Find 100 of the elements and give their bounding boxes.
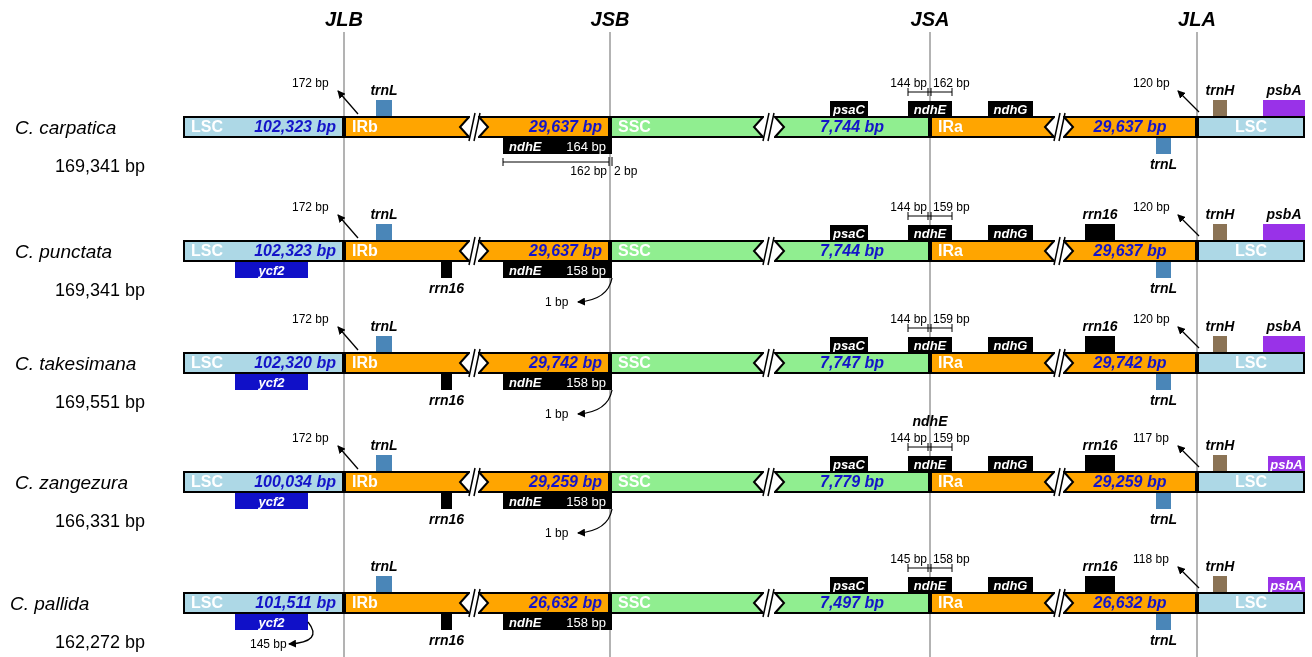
genome-region-bar: [1197, 352, 1305, 374]
gene-box: [908, 225, 952, 241]
gene-length: 158 bp: [566, 614, 606, 630]
gene-label: rrn16: [428, 511, 465, 527]
region-label: IRb: [352, 242, 378, 260]
dimension-label: 159 bp: [933, 312, 970, 326]
gene-label: rrn16: [1081, 558, 1119, 574]
region-label: IRb: [352, 594, 378, 612]
gene-label: ndhE: [509, 262, 542, 278]
gene-label: ndhE: [913, 337, 947, 353]
region-label: LSC: [191, 242, 223, 260]
dimension-label: 144 bp: [890, 312, 927, 326]
species-name: C. takesimana: [15, 353, 137, 375]
gene-box: [908, 456, 952, 472]
genome-region-bar: [1063, 471, 1197, 493]
leader-arrow: [577, 389, 613, 418]
dimension-label: 144 bp: [890, 431, 927, 445]
gene-label: trnH: [1204, 206, 1236, 222]
region-label: SSC: [618, 118, 651, 136]
species-name: C. zangezura: [15, 472, 128, 494]
region-length: 7,744 bp: [820, 118, 884, 136]
gene-label: trnL: [369, 558, 399, 574]
gene-length: 164 bp: [566, 138, 606, 154]
gene-label: trnL: [369, 206, 399, 222]
region-length: 29,637 bp: [1093, 118, 1167, 136]
gene-box: [235, 493, 308, 509]
length-annotation: 172 bp: [292, 312, 329, 326]
gene-box: [503, 138, 612, 154]
genome-region-bar: [930, 116, 1055, 138]
gene-label: trnL: [369, 437, 399, 453]
gene-label: ndhG: [993, 456, 1028, 472]
length-annotation: 118 bp: [1133, 552, 1169, 566]
gene-box: [503, 262, 612, 278]
region-length: 7,779 bp: [820, 473, 884, 491]
length-annotation: 120 bp: [1133, 312, 1170, 326]
genome-region-bar: [344, 471, 470, 493]
region-length: 102,323 bp: [254, 118, 336, 136]
gene-label: trnL: [1148, 156, 1179, 172]
region-label: LSC: [191, 354, 223, 372]
genome-region-bar: [930, 592, 1055, 614]
gene-label: psbA: [1270, 577, 1303, 593]
genome-region-bar: [610, 471, 764, 493]
leader-arrow: [337, 326, 359, 351]
genome-region-bar: [478, 592, 610, 614]
genome-region-bar: [774, 471, 930, 493]
gene-label: ndhE: [911, 413, 949, 429]
region-length: 26,632 bp: [529, 594, 602, 612]
genome-region-bar: [774, 592, 930, 614]
genome-region-bar: [1197, 240, 1305, 262]
genome-size: 169,341 bp: [55, 280, 146, 301]
gene-label: rrn16: [1081, 206, 1119, 222]
gene-box: [988, 456, 1033, 472]
genome-region-bar: [1197, 471, 1305, 493]
genome-region-bar: [183, 240, 344, 262]
region-length: 102,323 bp: [254, 242, 336, 260]
gene-box: [235, 262, 308, 278]
gene-length: 158 bp: [566, 374, 606, 390]
genome-region-bar: [183, 352, 344, 374]
genome-region-bar: [930, 471, 1055, 493]
region-length: 29,259 bp: [529, 473, 602, 491]
region-length: 29,637 bp: [1093, 242, 1167, 260]
junction-label: JSA: [909, 8, 951, 31]
genome-region-bar: [1197, 116, 1305, 138]
region-label: SSC: [618, 594, 651, 612]
gene-label: ndhE: [913, 101, 947, 117]
genome-region-bar: [610, 352, 764, 374]
gene-label: trnH: [1204, 437, 1236, 453]
gene-label: trnH: [1204, 318, 1236, 334]
genome-region-bar: [774, 116, 930, 138]
genome-region-bar: [478, 116, 610, 138]
genome-region-bar: [478, 352, 610, 374]
genome-region-bar: [1063, 240, 1197, 262]
region-label: IRb: [352, 118, 378, 136]
gene-label: psaC: [833, 101, 865, 117]
gene-box: [908, 101, 952, 117]
leader-arrow: [288, 621, 314, 648]
gene-label: psbA: [1265, 82, 1303, 98]
region-label: LSC: [1235, 242, 1267, 260]
length-annotation: 1 bp: [545, 407, 569, 421]
dimension-label: 144 bp: [890, 76, 927, 90]
length-annotation: 120 bp: [1133, 76, 1170, 90]
species-name: C. carpatica: [15, 117, 117, 139]
gene-box: [988, 337, 1033, 353]
region-length: 100,034 bp: [254, 473, 336, 491]
leader-arrow: [337, 445, 359, 470]
gene-label: psbA: [1265, 318, 1303, 334]
gene-box: [988, 101, 1033, 117]
region-length: 7,744 bp: [820, 242, 884, 260]
genome-size: 162,272 bp: [55, 632, 146, 653]
region-label: LSC: [1235, 594, 1267, 612]
length-annotation: 145 bp: [250, 637, 287, 651]
region-label: IRb: [352, 473, 378, 491]
genome-region-bar: [930, 352, 1055, 374]
gene-box: [235, 614, 308, 630]
gene-label: rrn16: [428, 632, 465, 648]
gene-label: psaC: [833, 577, 865, 593]
gene-box: [235, 374, 308, 390]
gene-label: ycf2: [258, 374, 285, 390]
gene-box: [988, 225, 1033, 241]
junction-label: JSB: [589, 8, 631, 31]
